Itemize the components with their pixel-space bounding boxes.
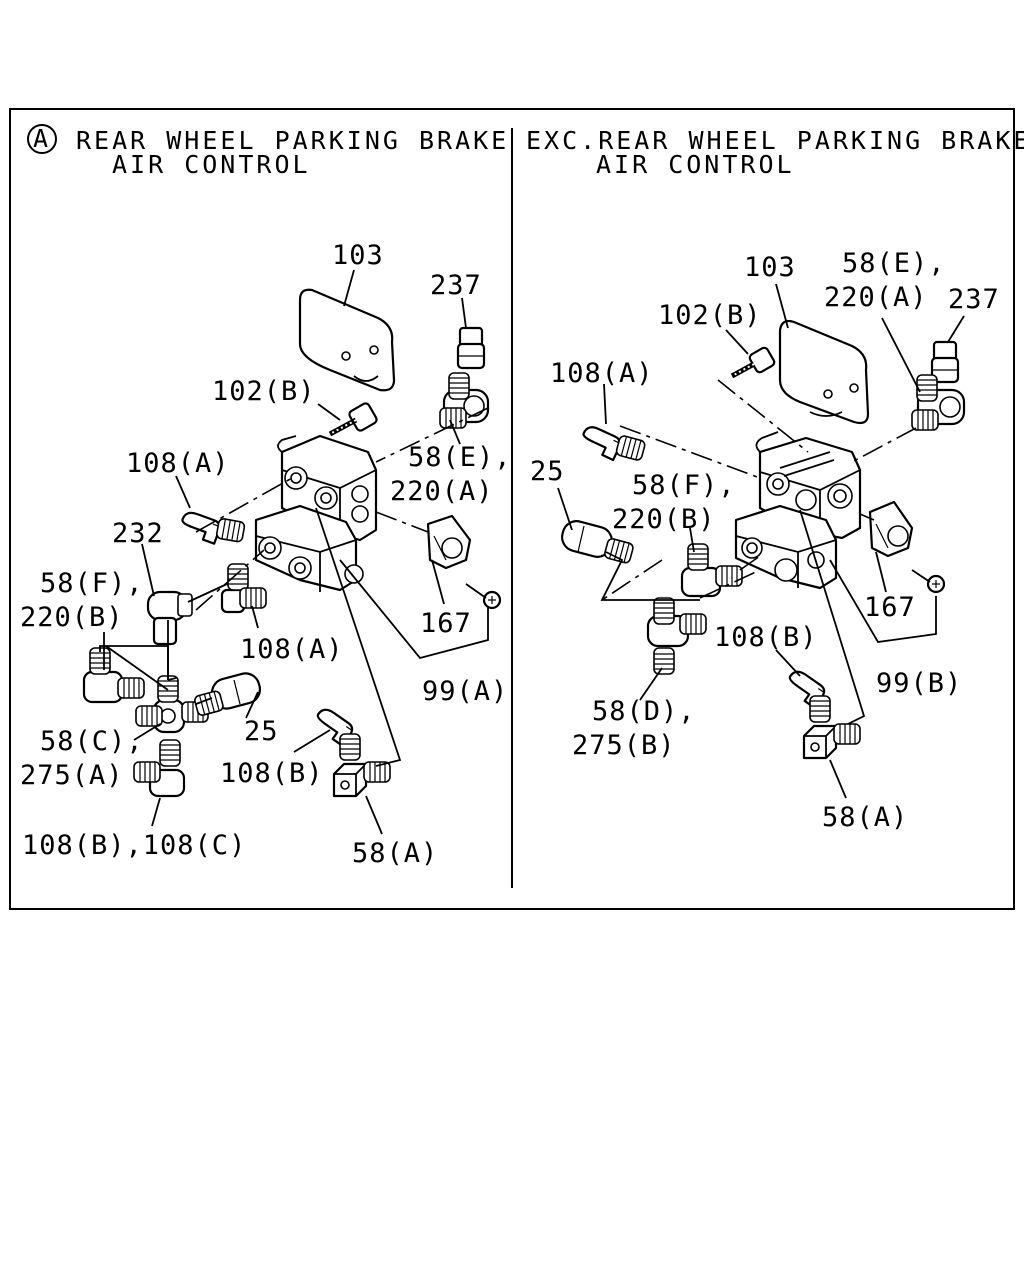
- left-title-line2: AIR CONTROL: [112, 150, 311, 179]
- left-drawing: [82, 288, 502, 798]
- switch-25-left: [192, 672, 262, 718]
- cap-237: [456, 326, 486, 370]
- right-drawing: [561, 319, 966, 760]
- right-labels: 103 58(E), 220(A) 237 102(B) 108(A) 25 5…: [530, 248, 1000, 833]
- right-panel: EXC.REAR WHEEL PARKING BRAKE AIR CONTROL: [526, 126, 1024, 833]
- label-220a: 220(A): [390, 476, 494, 507]
- tee-58f-left: [82, 647, 145, 704]
- label-58e: 58(E),: [408, 442, 512, 473]
- right-leaders: [557, 283, 965, 799]
- label-58a: 58(A): [352, 838, 438, 869]
- tee-58f-right: [680, 543, 743, 598]
- cross-58c: [135, 675, 209, 734]
- label-58f: 58(F),: [40, 568, 144, 599]
- cube-58a-right: [802, 695, 861, 760]
- label-99b: 99(B): [876, 668, 962, 699]
- label-108b: 108(B): [220, 758, 324, 789]
- label-102b: 102(B): [212, 376, 316, 407]
- label-25-right: 25: [530, 456, 565, 487]
- switch-25-right: [561, 520, 635, 565]
- left-labels: 103 237 102(B) 58(E), 220(A) 108(A) 232 …: [20, 240, 512, 869]
- left-title-line1: REAR WHEEL PARKING BRAKE: [76, 126, 509, 155]
- valve-body-left: [254, 434, 378, 592]
- left-leaders: [103, 269, 467, 835]
- label-275a: 275(A): [20, 760, 124, 791]
- right-title-line1: EXC.REAR WHEEL PARKING BRAKE: [526, 126, 1024, 155]
- label-275b: 275(B): [572, 730, 676, 761]
- label-58f-right: 58(F),: [632, 470, 736, 501]
- tee-58d: [646, 597, 707, 675]
- right-title-line2: AIR CONTROL: [596, 150, 795, 179]
- label-167: 167: [420, 608, 472, 639]
- label-99a: 99(A): [422, 676, 508, 707]
- label-58d: 58(D),: [592, 696, 696, 727]
- label-237: 237: [430, 270, 482, 301]
- sensor-167-right: [868, 500, 946, 594]
- left-panel: A REAR WHEEL PARKING BRAKE AIR CONTROL: [20, 124, 512, 869]
- elbow-108a-right: [577, 422, 647, 462]
- callout-a-symbol: A: [27, 124, 57, 154]
- bracket-103-right: [778, 319, 870, 425]
- label-103: 103: [332, 240, 384, 271]
- label-108a-lower: 108(A): [240, 634, 344, 665]
- tee-58e: [439, 372, 490, 429]
- cap-237-right: [930, 340, 960, 384]
- valve-body-right: [734, 431, 862, 590]
- tee-58e-right: [911, 374, 966, 431]
- sensor-167-left: [426, 514, 502, 610]
- label-167-right: 167: [864, 592, 916, 623]
- label-58e-right: 58(E),: [842, 248, 946, 279]
- fitting-232: [146, 577, 241, 646]
- label-108b-right: 108(B): [714, 622, 818, 653]
- svg-text:A: A: [33, 124, 51, 153]
- bracket-103: [298, 288, 396, 392]
- label-237-right: 237: [948, 284, 1000, 315]
- bolt-102b-right: [730, 346, 776, 379]
- label-220b: 220(B): [20, 602, 124, 633]
- bolt-102b: [328, 402, 378, 437]
- label-220a-right: 220(A): [824, 282, 928, 313]
- label-103-right: 103: [744, 252, 796, 283]
- label-58c: 58(C),: [40, 726, 144, 757]
- tee-108bc: [133, 739, 186, 798]
- elbow-108a-upper: [177, 508, 246, 545]
- label-108bc: 108(B),108(C): [22, 830, 246, 861]
- label-232: 232: [112, 518, 164, 549]
- diagram-frame: [9, 108, 1015, 910]
- label-220b-right: 220(B): [612, 504, 716, 535]
- label-58a-right: 58(A): [822, 802, 908, 833]
- label-25: 25: [244, 716, 279, 747]
- elbow-108a-lower: [220, 563, 267, 614]
- label-102b-right: 102(B): [658, 300, 762, 331]
- label-108a-right: 108(A): [550, 358, 654, 389]
- label-108a-upper: 108(A): [126, 448, 230, 479]
